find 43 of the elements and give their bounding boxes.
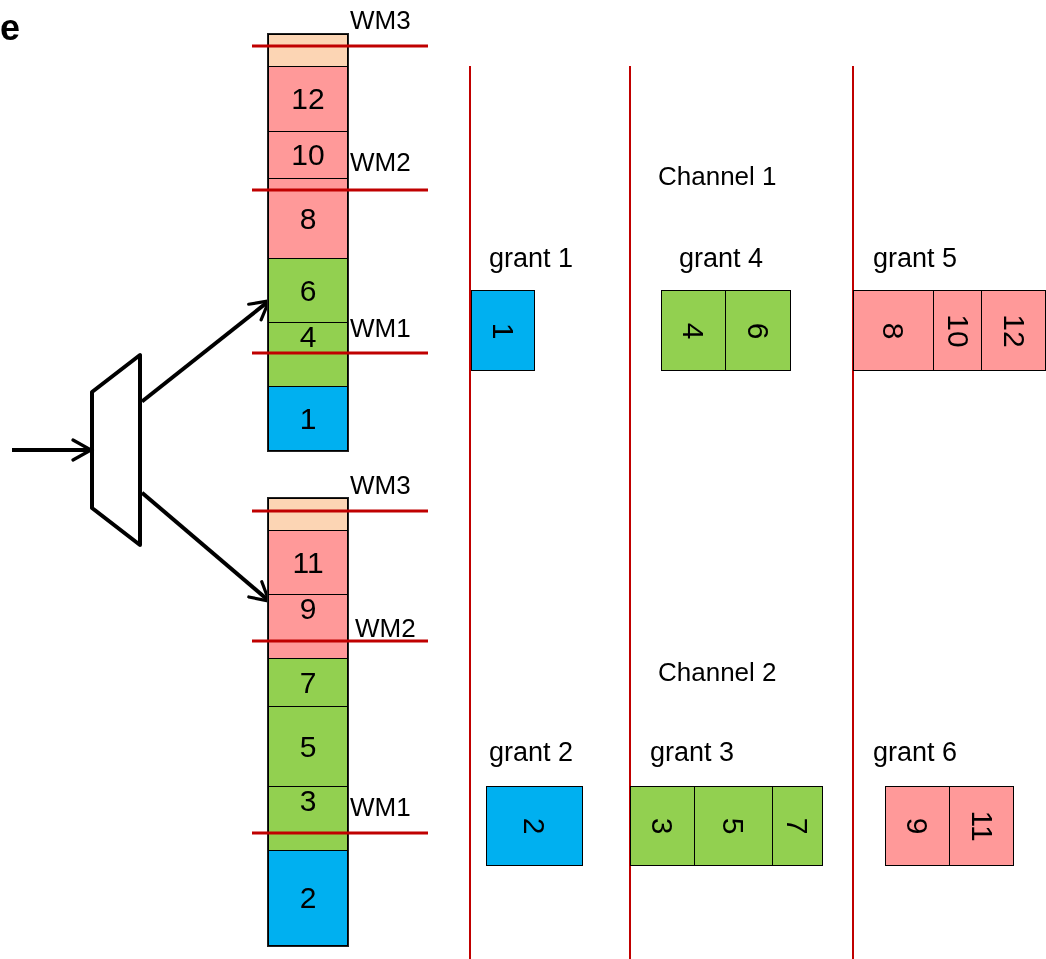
- title-fragment: e: [0, 8, 21, 48]
- grant-label: grant 3: [650, 736, 735, 769]
- watermark-label: WM1: [350, 314, 411, 343]
- packet-cell: 12: [981, 290, 1046, 371]
- queue-cell: 4: [268, 322, 348, 387]
- watermark-label: WM3: [350, 6, 411, 35]
- grant-label: grant 2: [489, 736, 574, 769]
- packet-cell: 4: [661, 290, 726, 371]
- grant-label: grant 1: [489, 242, 574, 275]
- queue-cell: 12: [268, 66, 348, 132]
- queue-cell: 8: [268, 178, 348, 259]
- packet-cell: 5: [694, 786, 773, 866]
- packet-cell: 6: [725, 290, 791, 371]
- grant-label: grant 5: [873, 242, 958, 275]
- channel-label: Channel 2: [658, 658, 777, 687]
- queue-cell: 1: [268, 386, 348, 451]
- multiplexer-symbol: [90, 353, 142, 547]
- queue-cell: 9: [268, 594, 348, 659]
- queue-cell: 11: [268, 530, 348, 595]
- arrow: [12, 438, 93, 462]
- packet-cell: 10: [933, 290, 982, 371]
- watermark-label: WM3: [350, 471, 411, 500]
- grant-label: grant 6: [873, 736, 958, 769]
- packet-cell: 7: [772, 786, 823, 866]
- packet-cell: 2: [486, 786, 583, 866]
- queue-cell: 10: [268, 131, 348, 179]
- channel-label: Channel 1: [658, 162, 777, 191]
- watermark-label: WM2: [355, 614, 416, 643]
- queue-cell: 2: [268, 850, 348, 946]
- queue-cell: 7: [268, 658, 348, 707]
- packet-cell: 3: [630, 786, 695, 866]
- grant-label: grant 4: [679, 242, 764, 275]
- packet-cell: 11: [949, 786, 1014, 866]
- queue-stack: [268, 34, 348, 451]
- packet-cell: 8: [853, 290, 934, 371]
- queue-cell: 3: [268, 786, 348, 851]
- watermark-label: WM1: [350, 793, 411, 822]
- packet-cell: 9: [885, 786, 950, 866]
- queue-cell: 6: [268, 258, 348, 323]
- packet-cell: 1: [471, 290, 535, 371]
- watermark-label: WM2: [350, 148, 411, 177]
- queue-cell: 5: [268, 706, 348, 787]
- queue-stack: [268, 498, 348, 946]
